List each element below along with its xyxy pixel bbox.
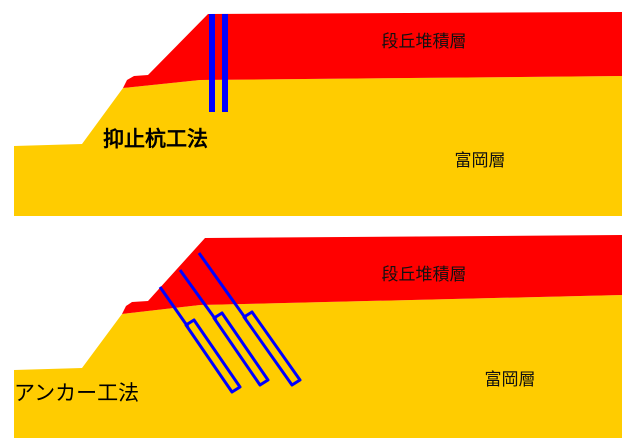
- pile-1: [209, 14, 215, 112]
- upper-layer-label-1: 段丘堆積層: [382, 32, 467, 52]
- terrace-layer-1: [123, 12, 622, 88]
- anchor-1-tendon: [158, 286, 190, 328]
- anchor-2-bulb: [212, 311, 270, 387]
- pile-2: [222, 14, 228, 112]
- anchor-3-tendon: [197, 252, 248, 320]
- lower-layer-label-2: 富岡層: [485, 370, 536, 390]
- anchor-1-bulb: [184, 318, 242, 394]
- upper-layer-label-2: 段丘堆積層: [382, 265, 467, 285]
- tomioka-layer-2: [14, 295, 622, 438]
- anchor-3-bulb: [242, 310, 302, 387]
- panel-anchor-method: 段丘堆積層 富岡層 アンカー工法: [14, 235, 622, 438]
- panel-pile-method: 段丘堆積層 富岡層 抑止杭工法: [14, 12, 622, 216]
- lower-layer-label-1: 富岡層: [455, 151, 506, 171]
- method-label-2: アンカー工法: [14, 381, 139, 405]
- method-label-1: 抑止杭工法: [103, 127, 208, 151]
- anchor-2-tendon: [178, 269, 218, 321]
- tomioka-layer-1: [14, 76, 622, 216]
- anchors: [158, 252, 302, 394]
- terrace-layer-2: [122, 235, 622, 314]
